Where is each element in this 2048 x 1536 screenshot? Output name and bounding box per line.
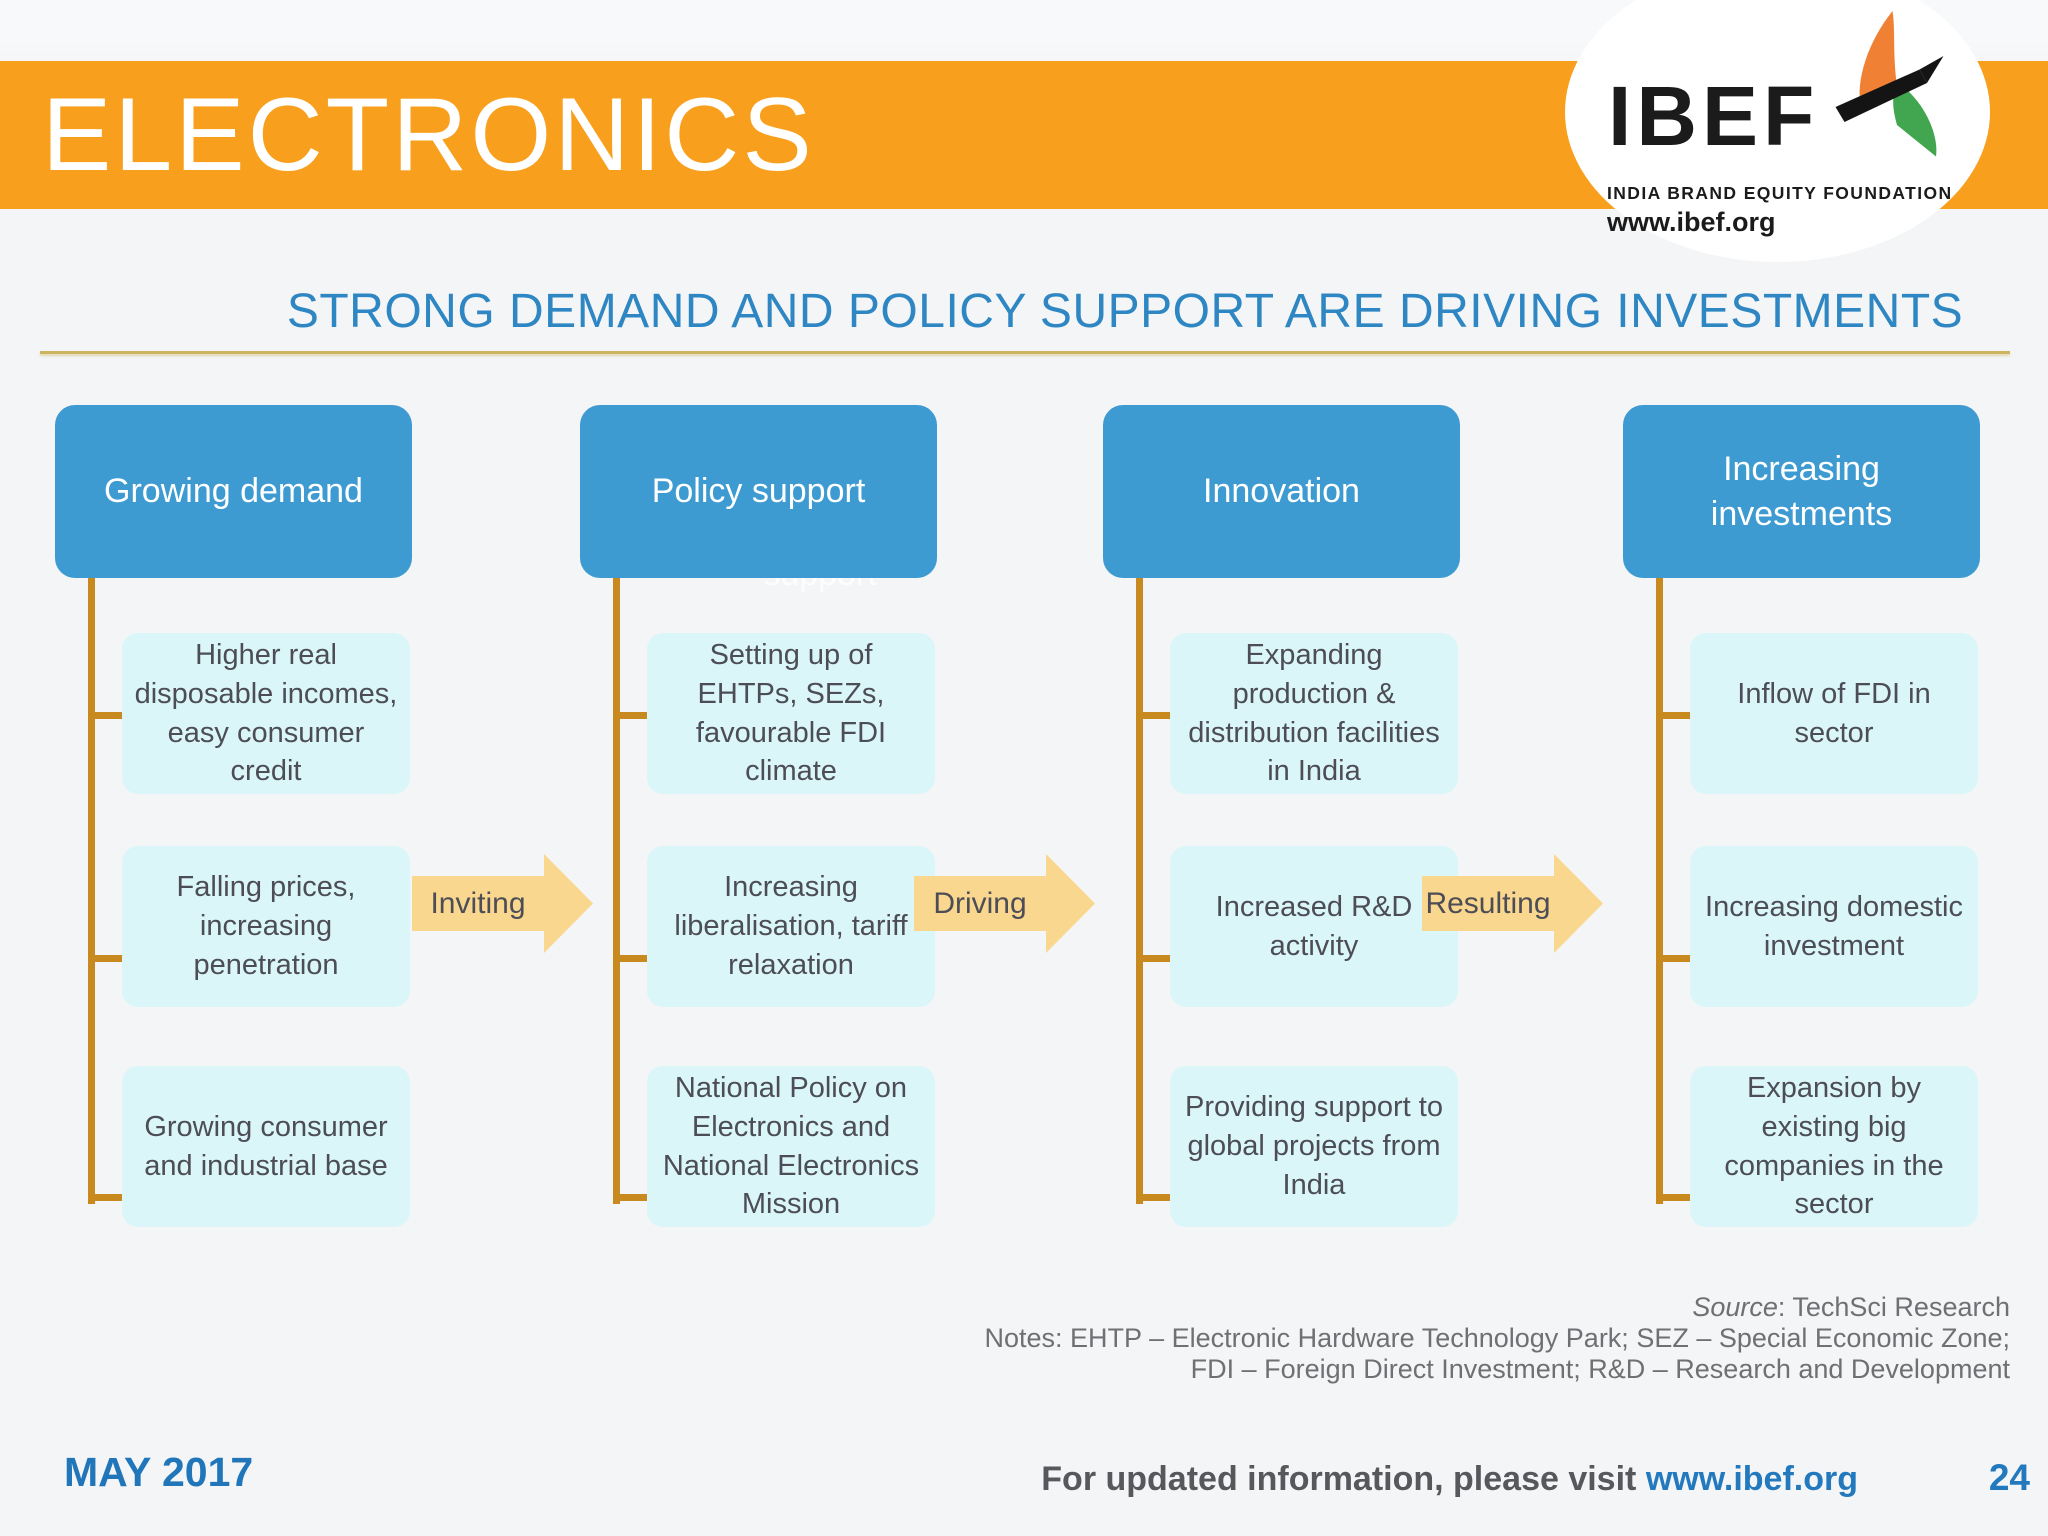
footer-website-link[interactable]: www.ibef.org <box>1645 1460 1858 1498</box>
arrow-label: Driving <box>933 886 1027 920</box>
ibef-logo: IBEF INDIA BRAND EQUITY FOUNDATION www.i… <box>1565 0 1990 262</box>
report-date: MAY 2017 <box>64 1449 254 1495</box>
connector-branch <box>1136 955 1174 962</box>
flow-item: Setting up of EHTPs, SEZs, favourable FD… <box>647 633 935 794</box>
flow-item: Providing support to global projects fro… <box>1170 1066 1458 1227</box>
ibef-bird-icon <box>1835 11 1944 157</box>
page-number: 24 <box>1988 1457 2030 1498</box>
driving-arrow <box>914 854 1095 953</box>
flow-item: Increasing liberalisation, tariff relaxa… <box>647 846 935 1007</box>
source-label: Source <box>1692 1292 1778 1322</box>
ghost-text: support <box>763 573 877 593</box>
slide-heading: STRONG DEMAND AND POLICY SUPPORT ARE DRI… <box>286 285 1964 338</box>
notes-line: Notes: EHTP – Electronic Hardware Techno… <box>984 1323 2010 1353</box>
footer-info-text: For updated information, please visit <box>1041 1460 1646 1498</box>
connector-branch <box>613 955 651 962</box>
column-header-increasing-investments: Increasing investments <box>1623 405 1980 578</box>
connector-branch <box>88 712 126 719</box>
source-notes: Source: TechSci Research Notes: EHTP – E… <box>510 1292 2010 1385</box>
column-header-growing-demand: Growing demand <box>55 405 412 578</box>
sector-title: ELECTRONICS <box>42 76 815 193</box>
connector-line <box>1656 577 1663 1204</box>
flow-item: Expansion by existing big companies in t… <box>1690 1066 1978 1227</box>
connector-line <box>88 577 95 1204</box>
flow-item: Higher real disposable incomes, easy con… <box>122 633 410 794</box>
arrow-label: Inviting <box>430 886 526 920</box>
inviting-arrow <box>412 854 593 953</box>
flow-item: Falling prices, increasing penetration <box>122 846 410 1007</box>
connector-branch <box>88 955 126 962</box>
flow-item: Growing consumer and industrial base <box>122 1066 410 1227</box>
heading-divider <box>40 351 2010 354</box>
column-header-policy-support: Policy support <box>580 405 937 578</box>
column-header-innovation: Innovation <box>1103 405 1460 578</box>
notes-line: FDI – Foreign Direct Investment; R&D – R… <box>1190 1354 2010 1384</box>
connector-branch <box>613 1194 651 1201</box>
connector-branch <box>613 712 651 719</box>
connector-branch <box>1136 1194 1174 1201</box>
footer-info: For updated information, please visit ww… <box>1041 1460 1858 1499</box>
flow-item: Increasing domestic investment <box>1690 846 1978 1007</box>
flow-item: Expanding production & distribution faci… <box>1170 633 1458 794</box>
flow-item: National Policy on Electronics and Natio… <box>647 1066 935 1227</box>
connector-line <box>1136 577 1143 1204</box>
connector-branch <box>1656 712 1694 719</box>
logo-wordmark: IBEF <box>1608 69 1820 163</box>
logo-website-link[interactable]: www.ibef.org <box>1607 207 1776 237</box>
connector-branch <box>1136 712 1174 719</box>
logo-inner: IBEF INDIA BRAND EQUITY FOUNDATION www.i… <box>1565 0 1990 262</box>
source-line: Source: TechSci Research <box>510 1292 2010 1323</box>
connector-branch <box>1656 955 1694 962</box>
connector-branch <box>1656 1194 1694 1201</box>
logo-tagline: INDIA BRAND EQUITY FOUNDATION <box>1607 183 1953 203</box>
connector-line <box>613 577 620 1204</box>
connector-branch <box>88 1194 126 1201</box>
arrow-label: Resulting <box>1425 886 1551 920</box>
flow-item: Increased R&D activity <box>1170 846 1458 1007</box>
resulting-arrow <box>1422 854 1603 953</box>
source-text: : TechSci Research <box>1777 1292 2010 1322</box>
flow-item: Inflow of FDI in sector <box>1690 633 1978 794</box>
